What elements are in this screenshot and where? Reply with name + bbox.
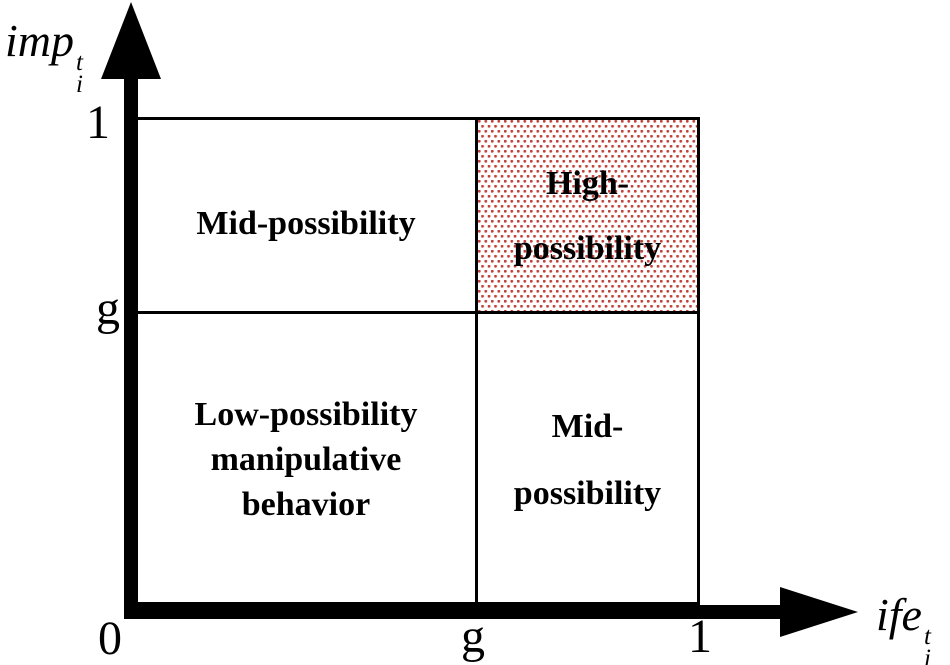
x-axis-label-base: ife: [876, 589, 922, 640]
x-axis-label-subscript: i: [923, 645, 931, 665]
y-axis-label-subscript: i: [76, 71, 83, 98]
quadrant-label-line: Mid-possibility: [196, 204, 416, 242]
y-axis-tick-1: 1: [86, 96, 110, 149]
quadrant-label-line: High-: [545, 164, 630, 202]
threshold-line-vertical: [475, 117, 478, 605]
x-axis-tick-1: 1: [688, 610, 712, 663]
threshold-line-horizontal: [136, 311, 697, 314]
x-axis-tick-g: g: [461, 610, 485, 663]
x-axis-line: [124, 605, 782, 619]
y-axis-label-superscript: t: [76, 49, 83, 76]
y-axis-arrowhead-icon: [101, 2, 161, 79]
quadrant-label-line: Mid-: [551, 407, 624, 445]
quadrant-label-line: manipulative: [210, 441, 402, 478]
quadrant-top-right: High- possibility: [478, 120, 697, 311]
origin-tick-0: 0: [98, 612, 122, 665]
y-axis-tick-g: g: [96, 282, 120, 335]
quadrant-label-line: behavior: [241, 486, 371, 523]
quadrant-bottom-left: Low-possibility manipulative behavior: [137, 314, 475, 605]
box-top-border: [134, 117, 700, 120]
y-axis-label-base: imp: [5, 15, 74, 66]
x-axis-arrowhead-icon: [780, 587, 858, 637]
y-axis-line: [124, 36, 138, 619]
quadrant-top-left: Mid-possibility: [137, 118, 475, 312]
quadrant-bottom-right: Mid- possibility: [478, 314, 697, 605]
high-possibility-dotted-fill: [478, 120, 697, 311]
quadrant-label-line: Low-possibility: [194, 396, 418, 433]
quadrant-label-line: possibility: [513, 474, 662, 512]
box-bottom-border: [134, 602, 700, 605]
quadrant-label-line: possibility: [513, 229, 662, 267]
x-axis-label-superscript: t: [923, 623, 931, 650]
box-right-border: [697, 117, 700, 606]
